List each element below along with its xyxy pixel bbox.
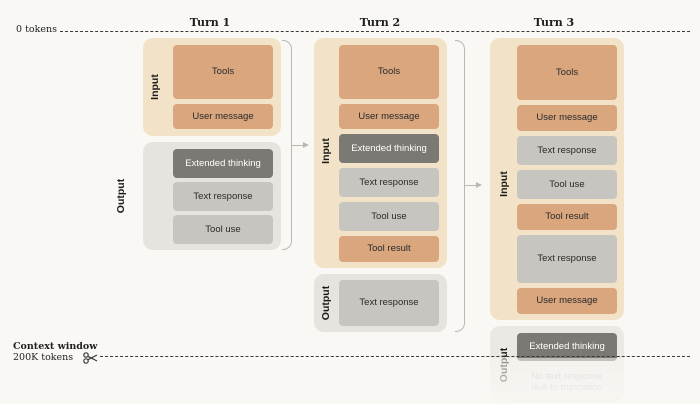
turn-3-output-label: Output: [498, 347, 510, 383]
turn-1-output-extended-thinking: Extended thinking: [173, 149, 273, 178]
turn-2-input-text-response: Text response: [339, 168, 439, 197]
turn-1-input-user-message: User message: [173, 104, 273, 129]
turn-1-input-label: Input: [149, 74, 161, 100]
turn-3-input-tool-result: Tool result: [517, 204, 617, 230]
scissors-icon: [83, 351, 99, 364]
turn-1-output-label: Output: [115, 178, 127, 214]
turn-2-input-tool-use: Tool use: [339, 202, 439, 231]
turn-1-output-text-response: Text response: [173, 182, 273, 211]
zero-tokens-label: 0 tokens: [16, 24, 57, 35]
turn-2-bracket: [455, 40, 465, 332]
turn-1-input-tools: Tools: [173, 45, 273, 99]
turn-2-title: Turn 2: [359, 16, 401, 29]
turn-3-output-truncated: No text response due to truncation: [517, 366, 617, 398]
turn-2-output-label: Output: [320, 285, 332, 321]
turn-2-input-extended-thinking: Extended thinking: [339, 134, 439, 163]
zero-tokens-line: [60, 31, 690, 32]
context-window-line: [100, 356, 690, 357]
context-window-size: 200K tokens: [13, 352, 74, 363]
turn-3-title: Turn 3: [533, 16, 575, 29]
turn-3-input-tools: Tools: [517, 45, 617, 100]
turn-3-input-tool-use: Tool use: [517, 170, 617, 199]
turn-3-input-user-message: User message: [517, 105, 617, 131]
turn-3-input-user-message-2: User message: [517, 288, 617, 314]
arrow-right-icon: [291, 142, 309, 148]
turn-1-title: Turn 1: [189, 16, 231, 29]
arrow-right-icon-2: [464, 182, 482, 188]
turn-1-output-tool-use: Tool use: [173, 215, 273, 244]
turn-2-output-text-response: Text response: [339, 280, 439, 326]
turn-2-input-user-message: User message: [339, 104, 439, 129]
turn-2-input-label: Input: [320, 138, 332, 164]
turn-3-input-text-response: Text response: [517, 136, 617, 165]
turn-2-input-tool-result: Tool result: [339, 236, 439, 262]
turn-3-input-label: Input: [498, 171, 510, 197]
context-window-label: Context window: [13, 341, 98, 352]
turn-2-input-tools: Tools: [339, 45, 439, 99]
turn-3-input-text-response-2: Text response: [517, 235, 617, 283]
